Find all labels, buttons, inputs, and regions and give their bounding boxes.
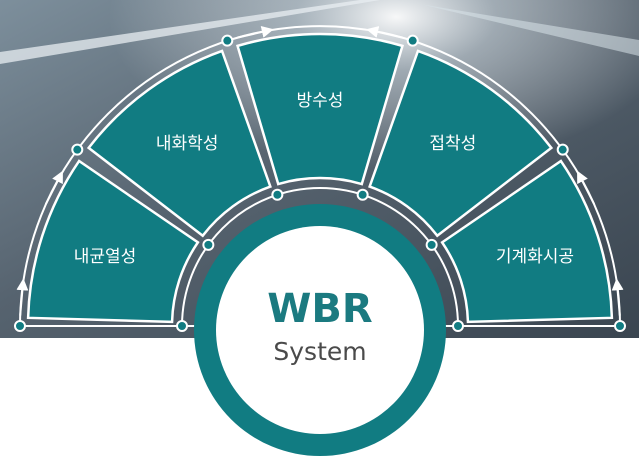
inner-dot [202,238,215,251]
segment-label-3: 방수성 [297,91,344,111]
core-circle: WBR System [194,204,446,456]
connector-dots [14,34,626,332]
core-inner-disc [216,226,424,434]
ring-arrow [366,26,403,39]
outer-dot [71,143,84,156]
segment-label-4: 접착성 [429,134,476,154]
ring-arrow [577,170,595,205]
inner-dot [356,188,369,201]
ring-arrow [45,170,63,205]
inner-dot [425,238,438,251]
segment-label-1: 내균열성 [74,247,137,267]
inner-ring-line [181,187,459,327]
segment-label-5: 기계화시공 [496,247,574,267]
segment-5 [440,159,614,324]
segment-2 [86,49,272,238]
ring-arrow [237,26,274,39]
outer-dot [14,320,26,332]
segment-label-2: 내화학성 [156,134,219,154]
inner-arc [181,187,459,327]
core-title: WBR [267,286,372,332]
inner-dot [176,320,188,332]
core-subtitle: System [273,337,366,366]
outer-dot [614,320,626,332]
segment-3 [236,32,404,186]
outer-dot [221,34,234,47]
inner-dot [452,320,464,332]
outer-dot [556,143,569,156]
inner-dot [271,188,284,201]
ring-arrow [611,278,624,316]
segment-1 [26,159,200,324]
segment-4 [368,49,554,238]
outer-dot [406,34,419,47]
ring-arrow [16,278,29,316]
